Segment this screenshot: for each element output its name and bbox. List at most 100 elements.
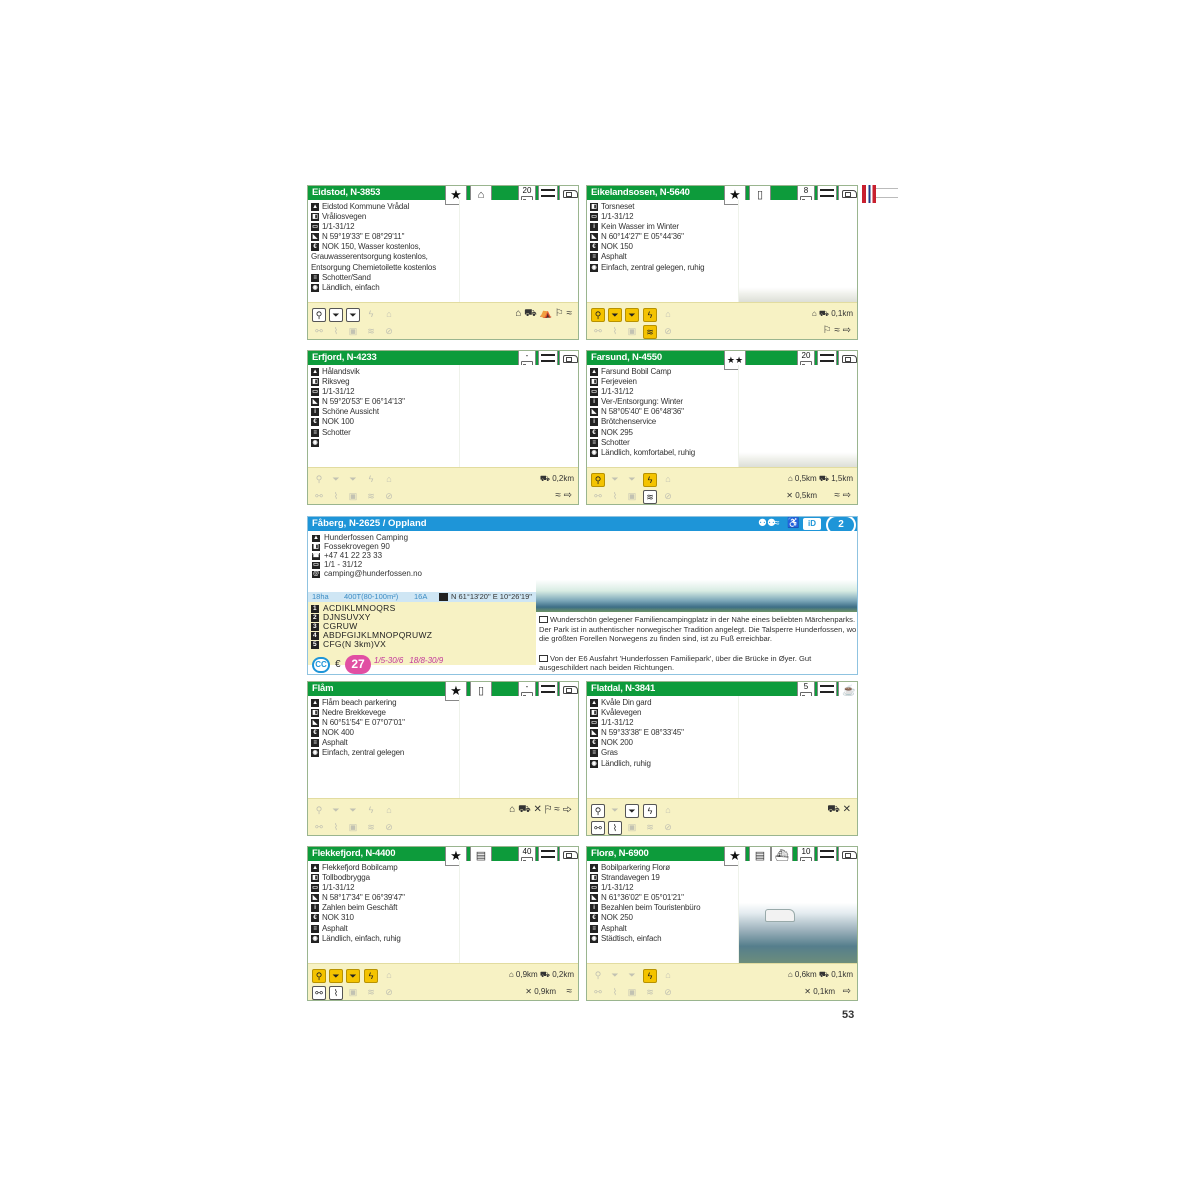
card-info: ▲Farsund Bobil Camp ◧Ferjeveien ▭1/1-31/… [590,367,696,457]
nearby-icons: ≈ ⇨ [834,490,851,501]
email-icon: @ [312,570,320,578]
season-icon: ▭ [311,223,319,232]
laundry-icon: ▣ [348,822,358,832]
toilet-icon: ⚯ [594,326,602,336]
card-header: Flekkefjord, N-4400 ★ ▤ 40 [308,847,578,866]
speech-icon [539,616,548,623]
card-info: ▲Hålandsvik ◧Riksveg ▭1/1-31/12 ◣N 59°20… [311,367,405,447]
card-photo [738,200,857,304]
toilet-icon: ⚯ [315,326,323,336]
laundry-icon: ▣ [348,987,358,997]
grey-water-icon: ⏷ [611,805,619,815]
gps-icon: ◣ [311,233,319,242]
garbage-icon: ⌂ [386,970,392,980]
electricity-icon: ϟ [368,474,374,484]
wifi-icon: ≋ [643,325,657,339]
description: Wunderschön gelegener Familiencampingpla… [539,615,857,673]
card-title: Eidstod, N-3853 [312,187,381,198]
camp-icon: ▲ [312,535,320,542]
address-icon: ◧ [311,874,319,883]
address-icon: ◧ [311,378,319,387]
camp-details: ▲Hunderfossen Camping ◧Fossekrovegen 90 … [308,531,536,674]
wifi-icon: ≋ [646,987,654,997]
card-photo [459,200,578,304]
laundry-icon: ▣ [627,822,637,832]
grey-water-icon: ⏷ [332,474,340,484]
card-info: ▲Hunderfossen Camping ◧Fossekrovegen 90 … [312,533,422,578]
card-info: ▲Eidstod Kommune Vrådal ◧Vråliosvegen ▭1… [311,202,437,292]
water-tap-icon: ⚲ [312,969,326,983]
directions-icon [539,654,548,662]
shower-icon: ⌇ [612,491,618,501]
info-icon: i [590,398,598,407]
no-dogs-icon: ⊘ [664,326,672,336]
shower-icon: ⌇ [333,822,339,832]
family-icon: ⚉⚉ [758,518,776,529]
chemical-toilet-icon: ⏷ [349,474,357,484]
shower-icon: ⌇ [612,326,618,336]
nearby-distance: ⌂ ⛟ 0,1km [811,309,853,318]
info-icon: i [311,904,319,913]
surface-icon: ≡ [590,438,598,447]
water-tap-icon: ⚲ [594,970,602,980]
garbage-icon: ⌂ [386,474,392,484]
card-title: Florø, N-6900 [591,848,649,859]
nearby-icons: ≈ [566,986,573,997]
electricity-icon: ϟ [364,969,378,983]
garbage-icon: ⌂ [665,805,671,815]
card-photo [459,696,578,800]
location-icon: ◉ [311,283,319,292]
surface-icon: ≡ [311,428,319,437]
address-icon: ◧ [312,543,320,551]
card-title: Flekkefjord, N-4400 [312,848,396,859]
card-title: Flåm [312,683,334,694]
season-icon: ▭ [590,388,598,397]
route-text: Von der E6 Ausfahrt 'Hunderfossen Famili… [539,653,812,672]
card-header: Farsund, N-4550 ★★ 20 [587,351,857,370]
facilities-bar: ⚲ ⏷ ⏷ ϟ ⌂ ⚯ ⌇ ▣ ≋ ⊘ ⛟ 0,2km ≈ ⇨ [308,467,578,504]
card-info: ▲Kvåle Din gard ◧Kvålevegen ▭1/1-31/12 ◣… [590,698,684,768]
gps-icon: ◣ [590,729,598,738]
wheelchair-icon: ♿ [787,518,800,529]
card-header: Fåberg, N-2625 / Oppland ⚉⚉ ≈ ♿ iD 2 [308,517,857,535]
euro-icon: € [311,914,319,923]
nearby-distance: ⌂ 0,5km ⛟ 1,5km [787,474,853,483]
toilet-icon: ⚯ [594,987,602,997]
card-header: Flatdal, N-3841 5 ☕ [587,682,857,701]
card-title: Erfjord, N-4233 [312,352,377,363]
electricity-icon: ϟ [368,309,374,319]
address-icon: ◧ [590,203,598,211]
water-tap-icon: ⚲ [315,474,323,484]
location-icon: ◉ [311,438,319,447]
description-text: Wunderschön gelegener Familiencampingpla… [539,615,857,643]
euro-icon: € [590,739,598,748]
address-icon: ◧ [590,874,598,883]
price-badge: 27 [345,655,371,674]
shower-icon: ⌇ [329,986,343,1000]
gps-icon: ◣ [311,398,319,407]
location-icon: ◉ [590,448,598,457]
location-icon: ◉ [311,934,319,943]
location-icon: ◉ [590,934,598,943]
laundry-icon: ▣ [348,491,358,501]
shower-icon: ⌇ [612,987,618,997]
gps-icon [439,593,448,601]
lake-photo [536,531,857,612]
info-icon: i [590,223,598,232]
garbage-icon: ⌂ [386,805,392,815]
gps-icon: ◣ [311,719,319,728]
electricity-icon: ϟ [643,969,657,983]
shower-icon: ⌇ [608,821,622,835]
euro-icon: € [311,729,319,738]
no-dogs-icon: ⊘ [385,326,393,336]
norway-flag-tab [862,185,876,203]
laundry-icon: ▣ [627,491,637,501]
chemical-toilet-icon: ⏷ [346,308,360,322]
info-icon: i [590,904,598,913]
season-icon: ▭ [590,884,598,893]
area: 18ha [312,592,329,601]
no-dogs-icon: ⊘ [664,822,672,832]
